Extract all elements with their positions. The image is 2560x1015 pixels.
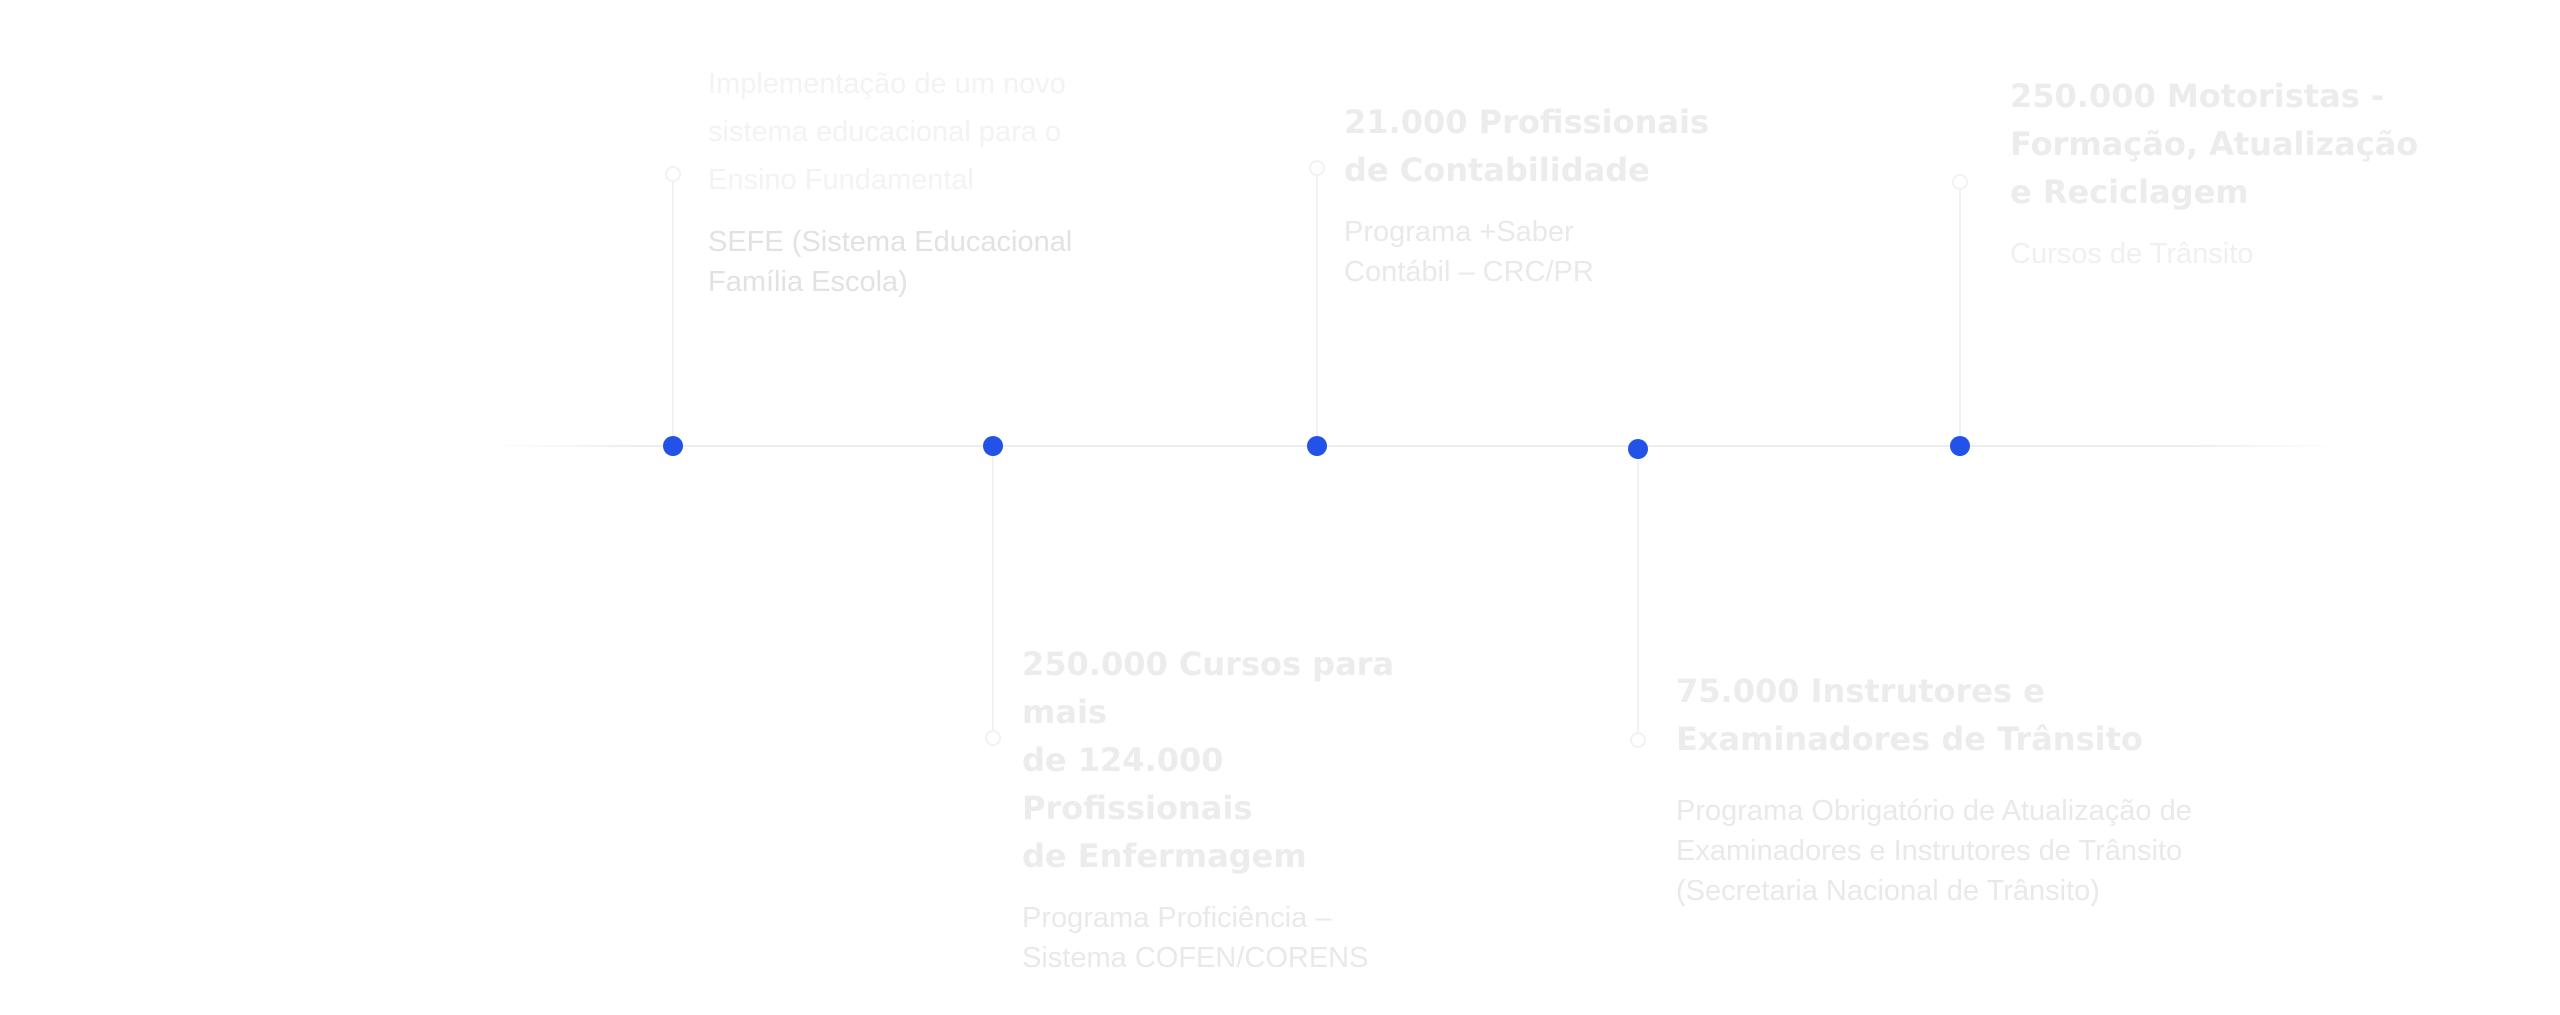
milestone-3-connector-end [1309,160,1325,176]
milestone-2-title: 250.000 Cursos para mais de 124.000 Prof… [1022,645,1395,875]
milestone-4-title: 75.000 Instrutores e Examinadores de Trâ… [1676,672,2143,758]
milestone-3-stem [1316,170,1318,446]
milestone-4-subtitle: Programa Obrigatório de Atualização de E… [1676,795,2192,907]
milestone-2-connector-end [985,730,1001,746]
milestone-1-title: Implementação de um novo sistema educaci… [708,68,1066,196]
milestone-5-card: 250.000 Motoristas - Formação, Atualizaç… [2010,72,2490,274]
milestone-3-title: 21.000 Profissionais de Contabilidade [1344,103,1709,189]
milestone-1-dot[interactable] [663,436,683,456]
milestone-2-stem [992,446,994,736]
milestone-5-title: 250.000 Motoristas - Formação, Atualizaç… [2010,77,2419,211]
milestone-2-dot[interactable] [983,436,1003,456]
milestone-4-stem [1637,448,1639,738]
milestone-5-subtitle: Cursos de Trânsito [2010,238,2254,270]
milestone-5-dot[interactable] [1950,436,1970,456]
milestone-4-card: 75.000 Instrutores e Examinadores de Trâ… [1676,667,2236,911]
milestone-1-connector-end [665,166,681,182]
milestone-3-dot[interactable] [1307,436,1327,456]
milestone-3-subtitle: Programa +Saber Contábil – CRC/PR [1344,216,1594,288]
milestone-5-stem [1959,184,1961,446]
milestone-5-connector-end [1952,174,1968,190]
timeline-axis [490,445,2340,447]
milestone-2-card: 250.000 Cursos para mais de 124.000 Prof… [1022,640,1462,978]
milestone-4-dot[interactable] [1628,439,1648,459]
milestone-4-connector-end [1630,732,1646,748]
milestone-1-stem [672,176,674,446]
milestone-3-card: 21.000 Profissionais de Contabilidade Pr… [1344,98,1784,292]
milestone-2-subtitle: Programa Proficiência – Sistema COFEN/CO… [1022,902,1369,974]
milestone-1-card: Implementação de um novo sistema educaci… [708,60,1108,302]
milestone-1-subtitle: SEFE (Sistema Educacional Família Escola… [708,226,1073,298]
